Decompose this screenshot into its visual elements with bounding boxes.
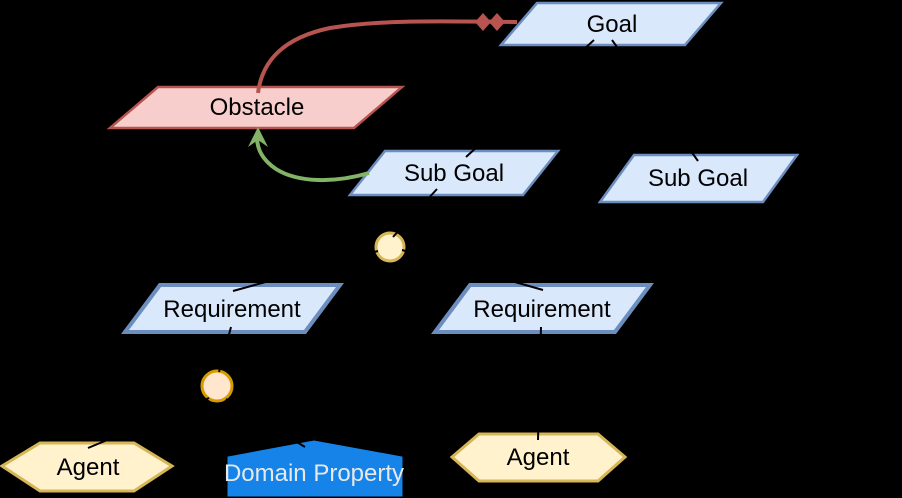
arrow-up-arrowhead xyxy=(248,127,268,147)
domain-property-label: Domain Property xyxy=(224,460,404,487)
requirement-right-label: Requirement xyxy=(473,296,611,323)
obstruction-edge[interactable] xyxy=(256,13,518,94)
requirement-left-node[interactable]: Requirement xyxy=(121,283,344,334)
subgoal-right-node[interactable]: Sub Goal xyxy=(597,153,800,204)
obstacle-label: Obstacle xyxy=(210,94,305,121)
link-circle-requirement-left xyxy=(232,250,379,292)
goal-shape[interactable] xyxy=(498,1,724,47)
domain-property-shape[interactable] xyxy=(227,440,403,497)
requirement-right-node[interactable]: Requirement xyxy=(431,283,654,334)
agent-right-label: Agent xyxy=(507,444,570,471)
link-circle-requirement-right xyxy=(401,249,544,291)
subgoal-right-shape[interactable] xyxy=(597,153,800,204)
requirement-right-shape[interactable] xyxy=(431,283,654,334)
link-circle-domain-property xyxy=(225,398,306,448)
link-goal-subgoal-right xyxy=(611,39,699,162)
subgoal-right-label: Sub Goal xyxy=(648,165,748,192)
agent-left-shape[interactable] xyxy=(0,441,175,493)
resolution-edge-path[interactable] xyxy=(255,136,370,182)
obstruction-edge-path[interactable] xyxy=(256,19,518,94)
goal-node[interactable]: Goal xyxy=(498,1,724,47)
subgoal-left-shape[interactable] xyxy=(347,149,561,197)
domain-property-node[interactable]: Domain Property xyxy=(224,440,404,497)
obstacle-shape[interactable] xyxy=(106,85,406,130)
link-requirement-left-circle xyxy=(218,326,232,373)
agent-right-shape[interactable] xyxy=(449,432,628,483)
refinement-node-upper[interactable] xyxy=(374,231,406,263)
link-circle-agent-left xyxy=(87,397,210,449)
agent-left-node[interactable]: Agent xyxy=(0,441,175,493)
requirement-left-label: Requirement xyxy=(163,296,301,323)
subgoal-left-node[interactable]: Sub Goal xyxy=(347,149,561,197)
refinement-node-lower[interactable] xyxy=(200,369,234,403)
link-subgoal-left-circle xyxy=(392,188,438,238)
subgoal-left-label: Sub Goal xyxy=(404,160,504,187)
double-diamond-arrowhead xyxy=(489,13,505,31)
agent-left-label: Agent xyxy=(57,454,120,481)
resolution-edge[interactable] xyxy=(248,127,370,182)
double-diamond-arrowhead xyxy=(475,13,491,31)
link-goal-subgoal-left xyxy=(465,39,595,158)
goal-label: Goal xyxy=(587,11,638,38)
link-requirement-right-agent-right xyxy=(537,326,542,441)
requirement-left-shape[interactable] xyxy=(121,283,344,334)
refinement-links xyxy=(87,39,699,449)
obstacle-node[interactable]: Obstacle xyxy=(106,85,406,130)
agent-right-node[interactable]: Agent xyxy=(449,432,628,483)
